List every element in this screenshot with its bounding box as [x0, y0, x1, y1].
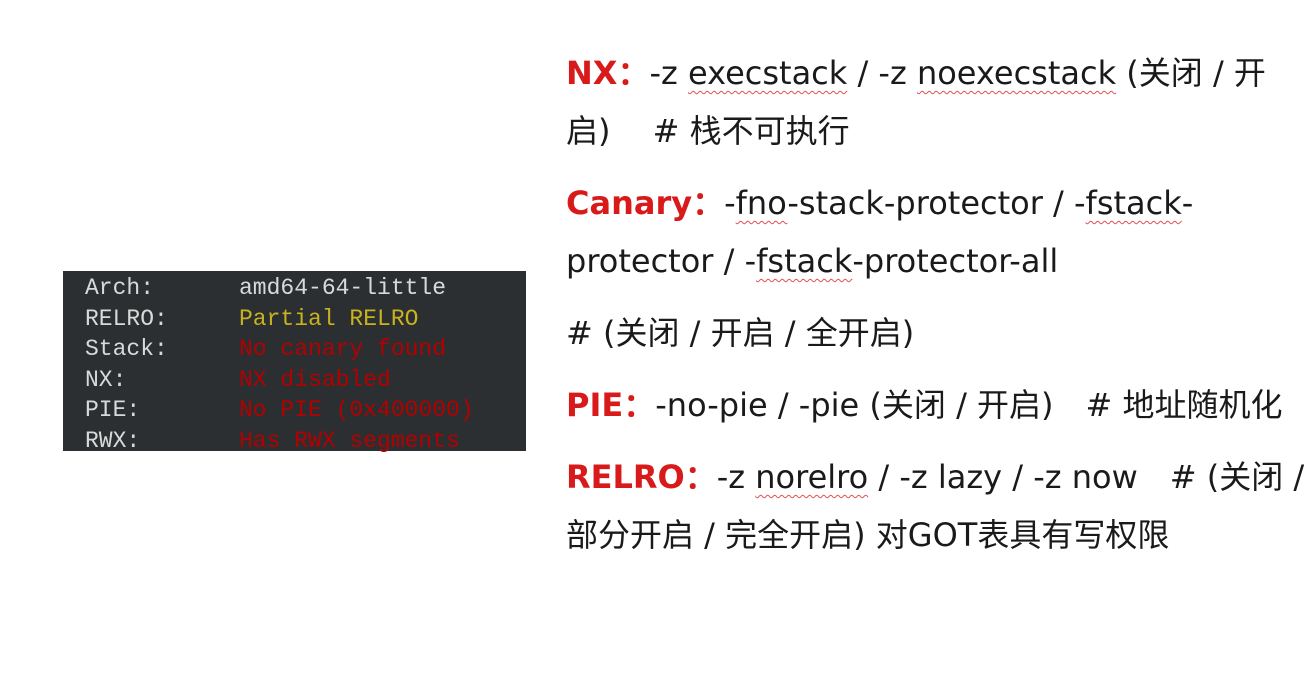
note-nx-text: execstack: [687, 54, 848, 92]
checksec-row-rwx: RWX: Has RWX segments: [85, 426, 526, 457]
note-nx: NX：-z execstack / -z noexecstack (关闭 / 开…: [566, 44, 1306, 160]
note-relro-label: RELRO：: [566, 458, 717, 496]
checksec-value: Has RWX segments: [239, 427, 460, 454]
note-relro-text: norelro: [755, 458, 869, 496]
note-relro-text: -z: [716, 458, 756, 496]
note-canary-text: -: [724, 184, 736, 222]
note-canary-text: -stack-protector / -: [787, 184, 1086, 222]
checksec-key: RELRO:: [85, 305, 168, 332]
note-nx-text: noexecstack: [916, 54, 1117, 92]
note-relro: RELRO：-z norelro / -z lazy / -z now # (关…: [566, 448, 1306, 564]
note-nx-text: / -z: [847, 54, 917, 92]
checksec-key: RWX:: [85, 427, 141, 454]
checksec-value: Partial RELRO: [239, 305, 419, 332]
note-canary-text: fstack: [756, 242, 853, 280]
checksec-row-relro: RELRO: Partial RELRO: [85, 304, 526, 335]
checksec-key: Stack:: [85, 336, 168, 362]
note-canary-label: Canary：: [566, 184, 725, 222]
checksec-value: No PIE (0x400000): [239, 397, 474, 423]
note-canary-comment: # (关闭 / 开启 / 全开启): [566, 314, 915, 352]
note-nx-label: NX：: [566, 54, 650, 92]
checksec-value: NX disabled: [239, 366, 391, 393]
note-canary-text: -protector / -: [566, 184, 1194, 280]
checksec-key: NX:: [85, 366, 127, 393]
checksec-value: amd64-64-little: [239, 275, 447, 301]
checksec-value: No canary found: [239, 336, 447, 362]
note-pie: PIE：-no-pie / -pie (关闭 / 开启) # 地址随机化: [566, 376, 1306, 434]
checksec-key: PIE:: [85, 397, 141, 423]
checksec-row-nx: NX: NX disabled: [85, 365, 526, 396]
checksec-row-stack: Stack: No canary found: [85, 334, 526, 365]
note-relro-text: / -z lazy / -z now # (关闭 / 部分开启 / 完全开启) …: [566, 458, 1305, 554]
note-canary: Canary：-fno-stack-protector / -fstack-pr…: [566, 174, 1306, 290]
compile-options-notes: NX：-z execstack / -z noexecstack (关闭 / 开…: [566, 44, 1306, 578]
checksec-key: Arch:: [85, 275, 155, 301]
checksec-row-arch: Arch: amd64-64-little: [85, 273, 526, 304]
note-pie-label: PIE：: [566, 386, 656, 424]
note-canary-text: fstack: [1085, 184, 1182, 222]
note-nx-text: -z: [649, 54, 688, 92]
checksec-row-pie: PIE: No PIE (0x400000): [85, 395, 526, 426]
note-canary-text: fno: [735, 184, 788, 222]
note-pie-text: -no-pie / -pie (关闭 / 开启) # 地址随机化: [655, 386, 1283, 424]
checksec-output: Arch: amd64-64-little RELRO: Partial REL…: [63, 271, 526, 454]
note-nx-text: (关闭 / 开启) # 栈不可执行: [566, 54, 1266, 150]
note-canary-text: -protector-all: [852, 242, 1059, 280]
